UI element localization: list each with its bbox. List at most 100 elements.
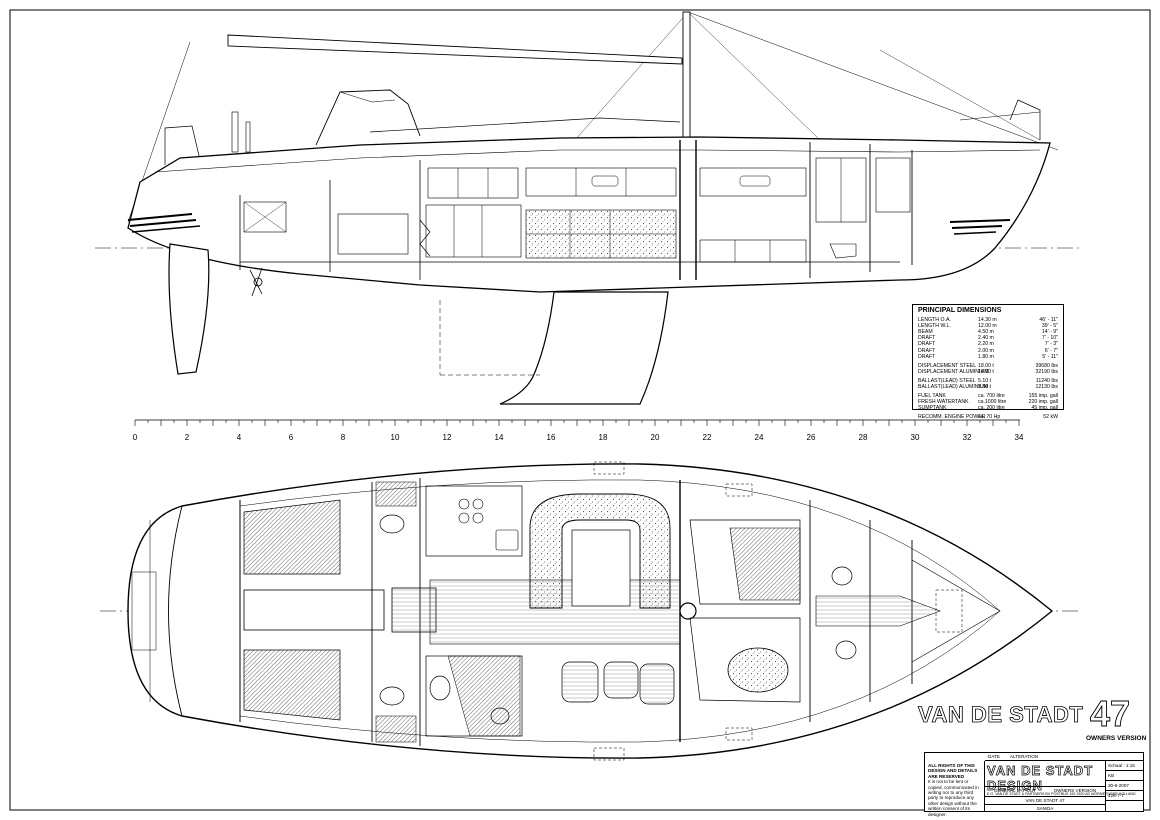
alteration-label: ALTERATION bbox=[1009, 754, 1039, 759]
dims-label: BEAM bbox=[918, 329, 933, 336]
drawing-number: 426-7-7 bbox=[1106, 791, 1144, 801]
scale-tick-label: 18 bbox=[599, 433, 608, 442]
dims-metric: 1.80 m bbox=[978, 353, 994, 360]
dims-label: DRAFT bbox=[918, 347, 936, 354]
dims-imperial: 220 imp. gall bbox=[1028, 399, 1058, 406]
scale-tick-label: 16 bbox=[547, 433, 556, 442]
dims-label: BALLAST(LEAD) ALUMINIUM bbox=[918, 384, 989, 391]
dims-metric: 4.50 m bbox=[978, 329, 994, 336]
dims-row: LENGTH W.L. 12.00 m 39' - 5" bbox=[918, 323, 1058, 329]
dims-imperial: 12130 lbs bbox=[1035, 384, 1059, 391]
drawing-date: 30-9-2007 bbox=[1106, 781, 1144, 791]
dims-imperial: 6' - 7" bbox=[1044, 347, 1058, 354]
dims-label: RECOMM. ENGINE POWER bbox=[918, 414, 986, 421]
deck-plan-view bbox=[100, 461, 1080, 761]
rights-text: It is not to be lent or copied, communic… bbox=[928, 779, 979, 817]
title-block: DATE ALTERATION ALL RIGHTS OF THIS DESIG… bbox=[924, 752, 1144, 817]
drawn-by: KB bbox=[1106, 771, 1144, 781]
dims-metric: ca. 700 litre bbox=[978, 393, 1005, 400]
dims-imperial: 52 kW bbox=[1043, 414, 1058, 421]
brand-name: VAN DE STADT bbox=[918, 702, 1083, 727]
dims-label: DRAFT bbox=[918, 341, 936, 348]
dims-metric: 14.30 m bbox=[978, 317, 997, 324]
type-row: SAMOA bbox=[985, 804, 1105, 812]
dims-row: FUEL TANK ca. 700 litre 155 imp. gall bbox=[918, 393, 1058, 399]
dims-metric: 18.00 t bbox=[978, 362, 994, 369]
scale-tick-label: 32 bbox=[963, 433, 972, 442]
dims-label: LENGTH W.L. bbox=[918, 323, 951, 330]
dims-imperial: 39680 lbs bbox=[1035, 362, 1059, 369]
dims-row: BEAM 4.50 m 14' - 9" bbox=[918, 329, 1058, 335]
date-label: DATE bbox=[988, 754, 1000, 759]
brand-model: 47 bbox=[1090, 693, 1130, 734]
dims-metric: 2.00 m bbox=[978, 347, 994, 354]
scale-bar bbox=[134, 419, 1020, 426]
dims-label: FUEL TANK bbox=[918, 393, 946, 400]
dims-imperial: 14' - 9" bbox=[1041, 329, 1058, 336]
scale-tick-label: 26 bbox=[807, 433, 816, 442]
scale-tick-label: 22 bbox=[703, 433, 712, 442]
title-block-header: DATE ALTERATION bbox=[985, 753, 1143, 761]
dims-imperial: 46' - 11" bbox=[1039, 317, 1058, 324]
design-row: VAN DE STADT 47 bbox=[985, 796, 1105, 804]
scale-tick-label: 20 bbox=[651, 433, 660, 442]
side-profile-view bbox=[95, 11, 1080, 405]
dims-label: DRAFT bbox=[918, 335, 936, 342]
principal-dimensions-table: PRINCIPAL DIMENSIONS LENGTH O.A. 14.30 m 4… bbox=[912, 304, 1064, 420]
dims-label: FRESH WATERTANK bbox=[918, 399, 969, 406]
design-name: VAN DE STADT 47 bbox=[1025, 798, 1065, 803]
dims-row: DRAFT 1.80 m 5' - 11" bbox=[918, 354, 1058, 360]
drawing-title: GENERAL LAY-OUT bbox=[993, 788, 1036, 793]
dims-row: DRAFT 2.40 m 7' - 10" bbox=[918, 335, 1058, 341]
dims-metric: 2.20 m bbox=[978, 341, 994, 348]
rights-title: ALL RIGHTS OF THIS DESIGN AND DETAILS AR… bbox=[928, 763, 978, 779]
scale-tick-label: 6 bbox=[289, 433, 294, 442]
scale-tick-label: 12 bbox=[443, 433, 452, 442]
dims-row: FRESH WATERTANK ca.1000 litre 220 imp. gal… bbox=[918, 399, 1058, 405]
scale-tick-label: 24 bbox=[755, 433, 764, 442]
dims-metric: ca. 200 litre bbox=[978, 405, 1005, 412]
firm-block: VAN DE STADT DESIGN E.G. VAN DE STADT & … bbox=[987, 763, 1141, 796]
dims-imperial: 155 imp. gall bbox=[1028, 393, 1058, 400]
dims-metric: 2.40 m bbox=[978, 335, 994, 342]
principal-dimensions-title: PRINCIPAL DIMENSIONS bbox=[918, 307, 1002, 314]
scale-tick-label: 4 bbox=[237, 433, 242, 442]
dims-label: LENGTH O.A. bbox=[918, 317, 951, 324]
scale-tick-label: 8 bbox=[341, 433, 346, 442]
scale-tick-label: 30 bbox=[911, 433, 920, 442]
dims-imperial: 45 imp. gall bbox=[1031, 405, 1058, 412]
dims-row: LENGTH O.A. 14.30 m 46' - 11" bbox=[918, 317, 1058, 323]
dims-metric: 5.50 t bbox=[978, 384, 991, 391]
dims-label: SUMPTANK bbox=[918, 405, 947, 412]
drawing-version: OWNERS VERSION bbox=[1053, 788, 1097, 793]
dims-imperial: 39' - 5" bbox=[1041, 323, 1058, 330]
dims-imperial: 7' - 10" bbox=[1041, 335, 1058, 342]
dims-metric: 12.00 m bbox=[978, 323, 997, 330]
scale-tick-label: 2 bbox=[185, 433, 190, 442]
dims-label: DRAFT bbox=[918, 353, 936, 360]
dims-imperial: 5' - 11" bbox=[1042, 353, 1058, 360]
dims-metric: ca.1000 litre bbox=[978, 399, 1007, 406]
rights-notice: ALL RIGHTS OF THIS DESIGN AND DETAILS AR… bbox=[925, 761, 985, 817]
scale-tick-label: 28 bbox=[859, 433, 868, 442]
sheet-border bbox=[9, 9, 1151, 811]
dims-label: BALLAST(LEAD) STEEL bbox=[918, 377, 976, 384]
dims-label: DISPLACEMENT ALUMINIUM bbox=[918, 368, 989, 375]
dims-metric: ca. 70 Hp bbox=[978, 414, 1001, 421]
dims-metric: 14.60 t bbox=[978, 368, 994, 375]
dims-label: DISPLACEMENT STEEL bbox=[918, 362, 977, 369]
dims-imperial: 11240 lbs bbox=[1035, 377, 1058, 384]
firm-address: E.G. VAN DE STADT & PARTNERS BV POSTBUS … bbox=[987, 792, 1136, 796]
principal-dimensions-rows: LENGTH O.A. 14.30 m 46' - 11" LENGTH W.L. 12… bbox=[918, 317, 1058, 420]
scale-tick-label: 10 bbox=[391, 433, 400, 442]
drawing-scale: Schaal : 1:15 bbox=[1106, 761, 1144, 771]
brand-mark: VAN DE STADT 47 OWNERS VERSION bbox=[918, 693, 1147, 742]
firm-name: VAN DE STADT DESIGN bbox=[987, 763, 1094, 794]
scale-tick-label: 14 bbox=[495, 433, 504, 442]
dims-row: SUMPTANK ca. 200 litre 45 imp. gall bbox=[918, 405, 1058, 411]
